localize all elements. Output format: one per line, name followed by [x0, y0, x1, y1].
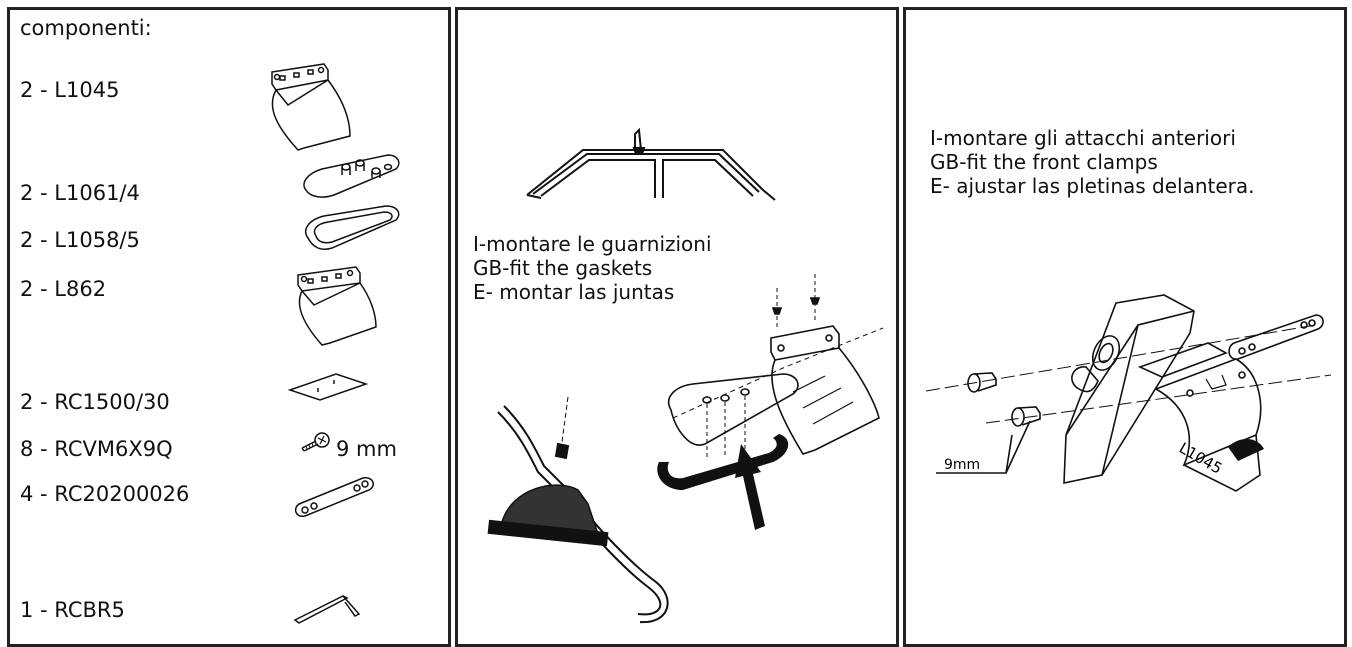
link-plate-icon: [294, 477, 374, 517]
component-label: 8 - RCVM6X9Q: [20, 437, 173, 461]
windshield-detail-icon: [487, 396, 669, 624]
step-caption-gb: GB-fit the front clamps: [930, 150, 1158, 174]
hex-key-icon: [293, 595, 361, 624]
step-caption-it: I-montare gli attacchi anteriori: [930, 126, 1236, 150]
screw-icon: [301, 432, 330, 452]
part-label: L1045: [1176, 439, 1225, 478]
gasket-assembly-icon: [657, 274, 884, 530]
step-caption-it: I-montare le guarnizioni: [473, 232, 712, 256]
gaskets-step-panel: I-montare le guarnizioni GB-fit the gask…: [455, 7, 899, 647]
bracket-l862-icon: [297, 266, 377, 346]
component-label: 2 - L1058/5: [20, 228, 140, 252]
gasket-ring-icon: [304, 205, 400, 250]
step-caption-gb: GB-fit the gaskets: [473, 256, 653, 280]
bracket-l1045-icon: [271, 63, 351, 151]
plate-icon: [287, 373, 369, 401]
step-caption-es: E- ajustar las pletinas delantera.: [930, 174, 1255, 198]
car-roof-icon: [526, 127, 776, 201]
step-caption-es: E- montar las juntas: [473, 280, 675, 304]
component-label: 2 - L1061/4: [20, 181, 140, 205]
gasket-top-icon: [303, 154, 400, 198]
component-label: 1 - RCBR5: [20, 598, 125, 622]
component-label: 4 - RC20200026: [20, 482, 190, 506]
components-panel: componenti: 2 - L1045 2 - L1061/4 2 - L1…: [7, 7, 451, 647]
components-title: componenti:: [20, 16, 152, 40]
component-label: 2 - L1045: [20, 78, 120, 102]
dimension-label: 9mm: [944, 457, 980, 473]
component-label: 2 - L862: [20, 277, 107, 301]
component-label: 2 - RC1500/30: [20, 390, 170, 414]
clamps-step-panel: I-montare gli attacchi anteriori GB-fit …: [903, 7, 1347, 647]
front-clamp-assembly-icon: L1045 9mm: [925, 294, 1332, 492]
screw-length-note: 9 mm: [336, 437, 397, 461]
